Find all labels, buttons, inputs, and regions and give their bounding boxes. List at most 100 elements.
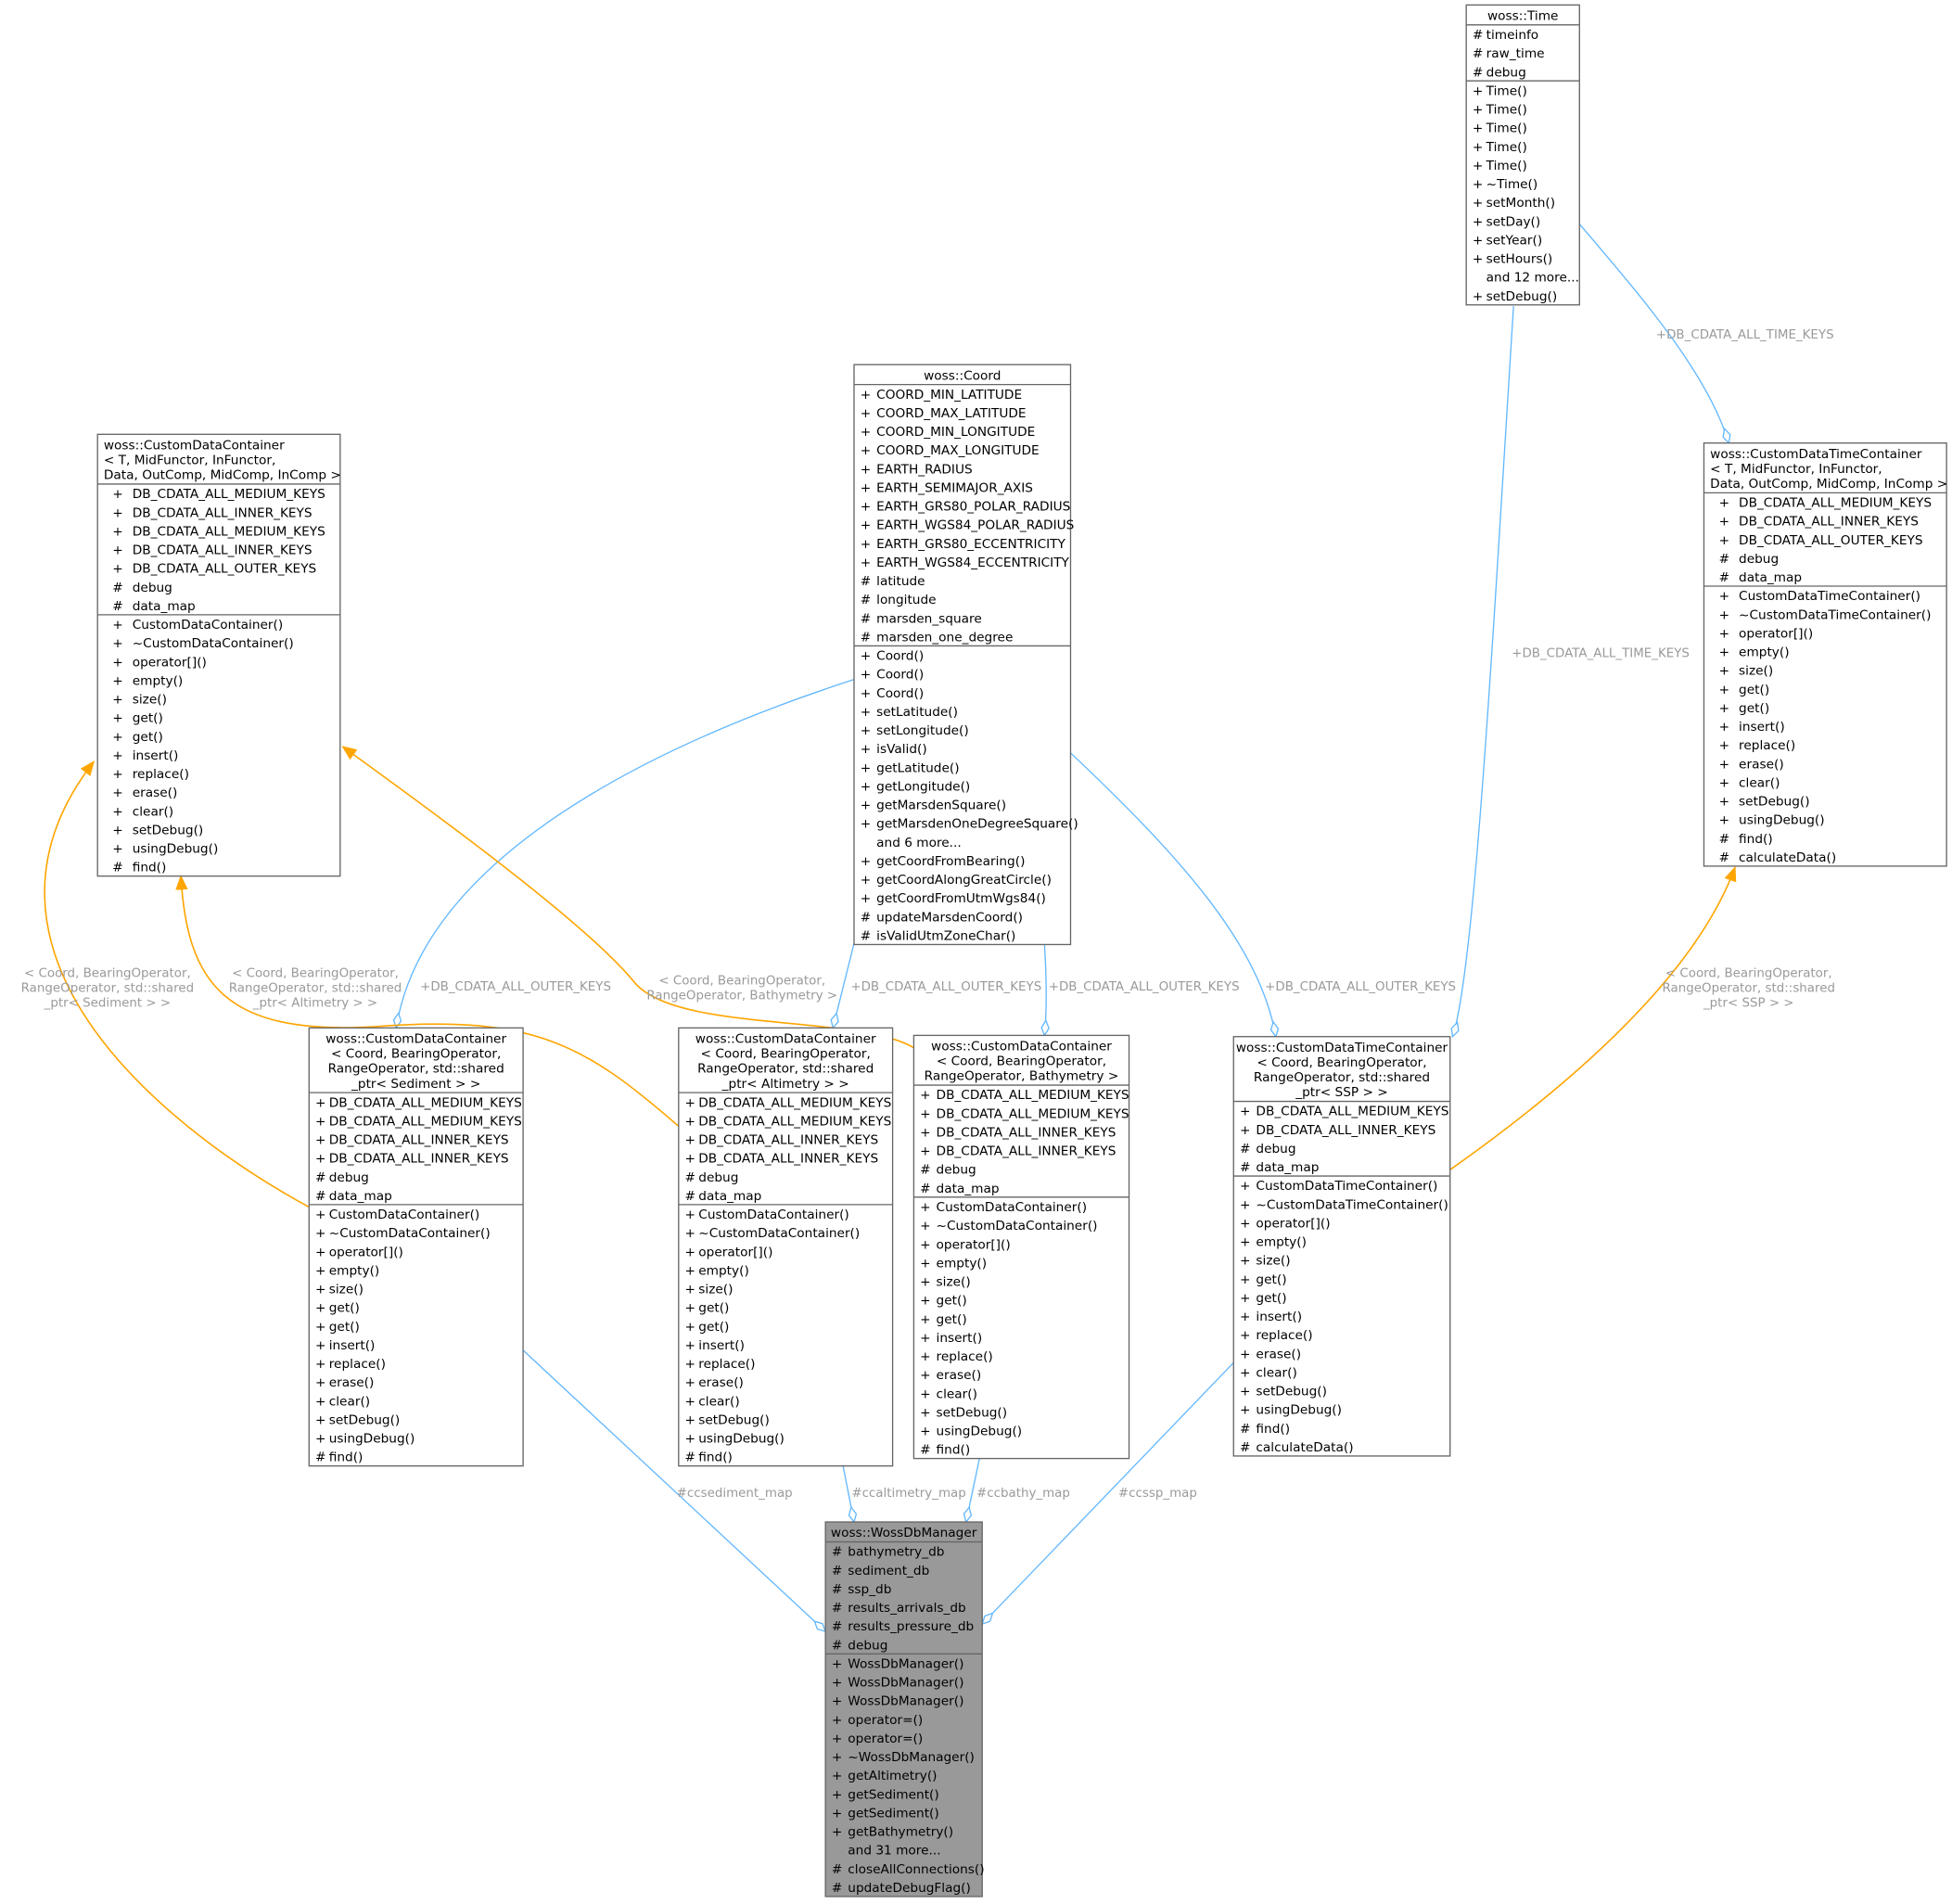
visibility-marker: + [315,1301,325,1316]
visibility-marker: + [315,1375,325,1390]
visibility-marker: + [315,1208,325,1222]
method: ~CustomDataContainer() [698,1226,860,1241]
visibility-marker: + [1719,589,1729,604]
method: getCoordFromBearing() [876,854,1025,869]
class-title: woss::WossDbManager [831,1526,977,1540]
visibility-marker: + [685,1095,695,1110]
visibility-marker: + [861,443,871,458]
method: find() [133,861,167,875]
method: Coord() [876,668,924,683]
attribute: DB_CDATA_ALL_MEDIUM_KEYS [1739,496,1932,511]
visibility-marker: + [1473,177,1483,192]
visibility-marker: + [1240,1216,1250,1231]
class-node-generic_cdc[interactable]: woss::CustomDataContainer< T, MidFunctor… [96,433,341,877]
class-node-sediment[interactable]: woss::CustomDataContainer< Coord, Bearin… [308,1027,524,1467]
method: get() [329,1301,360,1316]
attribute: EARTH_SEMIMAJOR_AXIS [876,480,1033,495]
method: find() [1739,832,1773,847]
class-node-ssp[interactable]: woss::CustomDataTimeContainer< Coord, Be… [1232,1036,1451,1457]
visibility-marker: + [1719,645,1729,660]
edge-label-coord_to_altimetry: +DB_CDATA_ALL_OUTER_KEYS [850,980,1041,994]
class-node-time[interactable]: woss::Time#timeinfo#raw_time#debug+Time(… [1465,4,1580,306]
method: size() [937,1275,971,1290]
visibility-marker: + [112,823,122,837]
association-edge-coord_to_sediment [396,679,855,1029]
method: empty() [1256,1235,1307,1250]
attribute: COORD_MIN_LONGITUDE [876,425,1035,440]
class-box [1232,1036,1451,1457]
visibility-marker: + [920,1106,930,1121]
class-node-bathymetry[interactable]: woss::CustomDataContainer< Coord, Bearin… [912,1034,1130,1460]
visibility-marker: + [315,1095,325,1110]
visibility-marker: + [861,425,871,440]
visibility-marker: + [685,1208,695,1222]
class-title: _ptr< SSP > > [1295,1085,1388,1100]
method: updateDebugFlag() [848,1881,971,1896]
method: CustomDataTimeContainer() [1739,589,1920,604]
method: operator[]() [698,1245,772,1259]
visibility-marker: # [1719,552,1729,567]
class-title: woss::CustomDataTimeContainer [1236,1041,1448,1055]
visibility-marker: + [861,388,871,403]
visibility-marker: # [861,630,871,645]
visibility-marker: + [1240,1272,1250,1287]
edge-label-bathymetry_inherit: RangeOperator, Bathymetry > [646,989,837,1003]
visibility-marker: + [315,1226,325,1241]
class-box [824,1521,983,1898]
class-box [853,364,1072,946]
class-title: woss::CustomDataContainer [325,1031,506,1046]
visibility-marker: # [1719,850,1729,865]
association-edge-coord_to_bathymetry [1044,943,1046,1035]
visibility-marker: + [861,500,871,515]
attribute: DB_CDATA_ALL_INNER_KEYS [937,1144,1116,1159]
visibility-marker: + [1473,252,1483,267]
method: get() [133,730,163,745]
attribute: marsden_one_degree [876,630,1013,645]
class-node-manager[interactable]: woss::WossDbManager#bathymetry_db#sedime… [824,1521,985,1898]
attribute: marsden_square [876,611,982,626]
class-node-generic_cdtc[interactable]: woss::CustomDataTimeContainer< T, MidFun… [1703,442,1947,867]
method: setDebug() [329,1412,401,1427]
visibility-marker: + [315,1283,325,1297]
method: isValidUtmZoneChar() [876,928,1015,943]
edge-label-ssp_inherit: _ptr< SSP > > [1703,997,1794,1011]
attribute: debug [848,1638,887,1653]
visibility-marker: + [685,1283,695,1297]
visibility-marker: + [112,730,122,745]
visibility-marker: + [1473,196,1483,211]
visibility-marker: + [685,1338,695,1353]
attribute: EARTH_GRS80_POLAR_RADIUS [876,500,1070,515]
visibility-marker: # [861,593,871,607]
class-node-altimetry[interactable]: woss::CustomDataContainer< Coord, Bearin… [678,1027,894,1467]
attribute: bathymetry_db [848,1545,944,1560]
class-title: RangeOperator, std::shared [1254,1070,1430,1085]
visibility-marker: + [112,748,122,763]
class-title: RangeOperator, Bathymetry > [925,1069,1119,1084]
method: clear() [937,1386,977,1401]
attribute: data_map [329,1189,392,1204]
method: empty() [133,673,184,688]
method: find() [329,1450,364,1465]
visibility-marker: + [861,779,871,794]
class-node-coord[interactable]: woss::Coord+COORD_MIN_LATITUDE+COORD_MAX… [853,364,1078,946]
method: size() [1739,664,1773,679]
edge-label-time_to_generic_cdtc: +DB_CDATA_ALL_TIME_KEYS [1656,328,1834,342]
class-title: woss::CustomDataContainer [104,438,285,453]
method: getCoordAlongGreatCircle() [876,873,1052,888]
association-edge-time_to_generic_cdtc [1578,224,1729,443]
edge-label-coord_to_bathymetry: +DB_CDATA_ALL_OUTER_KEYS [1049,980,1240,994]
attribute: ssp_db [848,1582,891,1597]
visibility-marker: + [112,487,122,502]
method: find() [937,1443,971,1458]
visibility-marker: + [1719,626,1729,641]
visibility-marker: + [112,618,122,633]
method: WossDbManager() [848,1694,963,1709]
method: usingDebug() [1256,1403,1342,1418]
attribute: debug [1486,65,1526,80]
method: isValid() [876,742,927,757]
visibility-marker: + [315,1338,325,1353]
visibility-marker: + [861,742,871,757]
method: ~CustomDataContainer() [937,1219,1098,1233]
visibility-marker: + [685,1357,695,1372]
visibility-marker: + [1240,1235,1250,1250]
